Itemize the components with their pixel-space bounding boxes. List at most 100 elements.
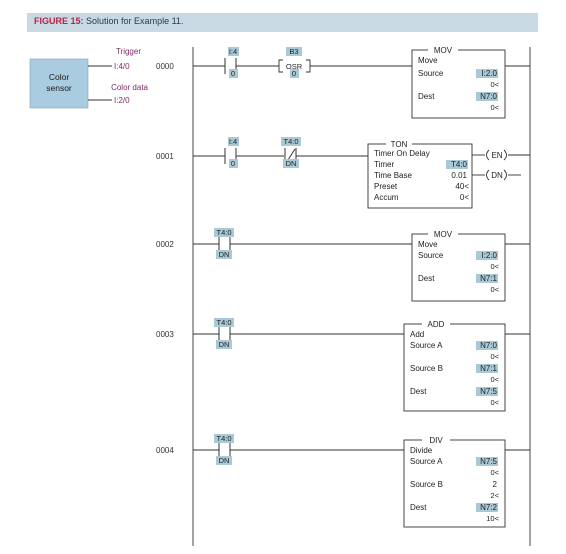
mov-block: MOV Move Source I:2.0 0< Dest N7:0 0< <box>411 45 506 119</box>
output-bracket-left <box>486 169 490 181</box>
block-row-value: N7:1 <box>480 364 497 373</box>
contact-bit: DN <box>219 340 230 349</box>
osr-instruction: B3 OSR 0 <box>278 47 311 78</box>
block-row-label: Timer <box>374 160 394 169</box>
block-row-value: N7:5 <box>480 457 497 466</box>
block-name-gap <box>428 45 458 55</box>
block-row-label: Time Base <box>374 171 412 180</box>
block-name-gap <box>422 319 450 329</box>
value-highlight <box>476 387 498 396</box>
contact-address: I:4 <box>229 47 237 56</box>
block-row-label: Source A <box>410 457 443 466</box>
trigger-address: I:4/0 <box>114 62 130 71</box>
xio-contact: T4:0 DN <box>281 137 301 168</box>
rung-0001: I:4 0 T4:0 DN TON Timer On Delay T <box>193 137 530 209</box>
contact-address-highlight <box>281 137 301 146</box>
block-description: Timer On Delay <box>374 149 430 158</box>
contact-bit-highlight <box>283 159 299 168</box>
block-row-value: 0.01 <box>451 171 467 180</box>
block-name-gap <box>428 229 458 239</box>
rung-number: 0000 <box>156 62 174 71</box>
output-label: DN <box>491 171 503 180</box>
contact-address-highlight <box>228 47 239 56</box>
xic-contact: T4:0 DN <box>214 318 234 349</box>
rung-number: 0001 <box>156 152 174 161</box>
block-row-sub: 0< <box>490 262 499 271</box>
block-row-label: Source A <box>410 341 443 350</box>
block-row-label: Preset <box>374 182 398 191</box>
value-highlight <box>476 457 498 466</box>
osr-symbol: OSR <box>286 62 303 71</box>
color-sensor: Color sensor Trigger I:4/0 Color data I:… <box>29 47 149 109</box>
osr-bit: 0 <box>292 69 296 78</box>
xic-contact: I:4 0 <box>224 47 239 78</box>
contact-address-highlight <box>228 137 239 146</box>
osr-bracket-right <box>306 59 311 73</box>
osr-bit-highlight <box>290 69 299 78</box>
ton-block: TON Timer On Delay Timer T4:0 Time Base … <box>367 139 473 209</box>
contact-address-highlight <box>214 318 234 327</box>
sensor-label-line2: sensor <box>46 83 72 93</box>
div-block: DIV Divide Source A N7:5 0< Source B 2 2… <box>403 435 506 528</box>
output-bracket-left <box>486 149 490 161</box>
contact-address: T4:0 <box>283 137 298 146</box>
data-address: I:2/0 <box>114 96 130 105</box>
block-row-value: 40< <box>455 182 469 191</box>
osr-bracket-left <box>278 59 283 73</box>
xic-contact: T4:0 DN <box>214 434 234 465</box>
rung-0003: T4:0 DN ADD Add Source A N7:0 0< Source … <box>193 318 530 412</box>
xic-contact: T4:0 DN <box>214 228 234 259</box>
block-row-value: 0< <box>460 193 469 202</box>
block-row-value: N7:5 <box>480 387 497 396</box>
contact-bit: 0 <box>231 69 235 78</box>
block-name: DIV <box>429 436 443 445</box>
block-description: Move <box>418 56 438 65</box>
data-label: Color data <box>111 83 148 92</box>
value-highlight <box>476 274 498 283</box>
block-row-sub: 10< <box>486 514 499 523</box>
contact-bit-highlight <box>216 340 232 349</box>
caption-bar <box>27 13 538 32</box>
block-row-sub: 0< <box>490 103 499 112</box>
value-highlight <box>476 69 498 78</box>
block-row-sub: 0< <box>490 352 499 361</box>
value-highlight <box>476 92 498 101</box>
dn-output: DN <box>486 169 507 181</box>
block-row-label: Accum <box>374 193 399 202</box>
block-row-sub: 0< <box>490 285 499 294</box>
value-highlight <box>476 341 498 350</box>
output-label: EN <box>491 151 502 160</box>
block-row-sub: 2< <box>490 491 499 500</box>
block-row-value: N7:0 <box>480 92 497 101</box>
osr-address-highlight <box>286 47 302 56</box>
contact-address: T4:0 <box>216 228 231 237</box>
block-row-label: Dest <box>410 387 427 396</box>
block-name: TON <box>391 140 408 149</box>
add-block: ADD Add Source A N7:0 0< Source B N7:1 0… <box>403 319 506 412</box>
contact-bit: DN <box>219 456 230 465</box>
block-row-sub: 0< <box>490 468 499 477</box>
contact-address: T4:0 <box>216 434 231 443</box>
block-name: MOV <box>434 230 453 239</box>
output-bracket-right <box>503 149 507 161</box>
block-name: ADD <box>428 320 445 329</box>
contact-bit: DN <box>219 250 230 259</box>
block-frame <box>403 323 506 412</box>
block-row-value: I:2.0 <box>481 69 497 78</box>
block-description: Move <box>418 240 438 249</box>
contact-bit-highlight <box>216 456 232 465</box>
block-frame <box>403 439 506 528</box>
block-row-sub: 0< <box>490 375 499 384</box>
value-highlight <box>476 364 498 373</box>
rung-0002: T4:0 DN MOV Move Source I:2.0 0< Dest N7… <box>193 228 530 302</box>
block-description: Add <box>410 330 424 339</box>
osr-address: B3 <box>289 47 298 56</box>
block-frame <box>411 233 506 302</box>
rung-number: 0003 <box>156 330 174 339</box>
caption-text: Solution for Example 11. <box>86 16 184 26</box>
block-description: Divide <box>410 446 433 455</box>
block-row-label: Dest <box>410 503 427 512</box>
block-row-value: I:2.0 <box>481 251 497 260</box>
contact-address: I:4 <box>229 137 237 146</box>
